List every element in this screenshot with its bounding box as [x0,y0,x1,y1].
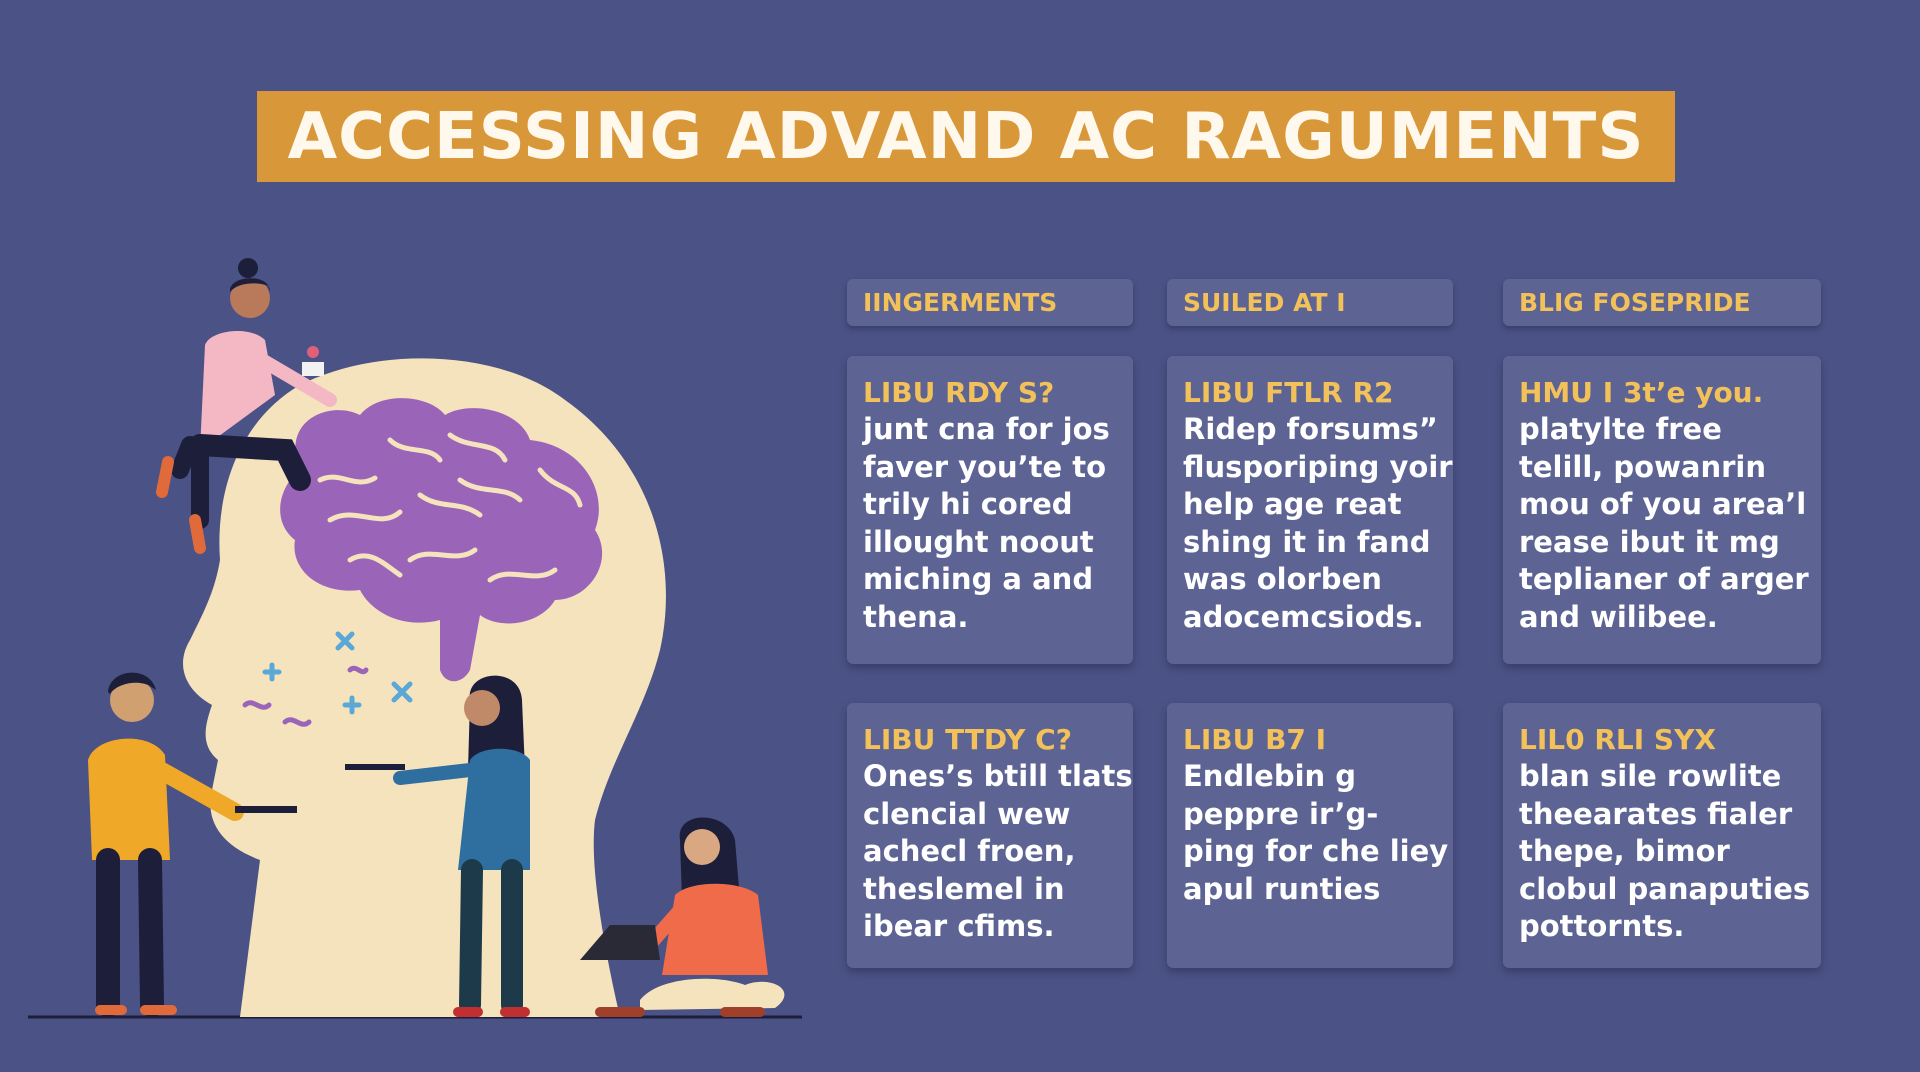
info-card: LIBU B7 I Endlebin g peppre ir’g- ping f… [1167,703,1453,968]
card-text-line: was olorben [1183,562,1382,596]
card-title: LIBU B7 I [1183,723,1327,756]
card-text-line: trily hi cored [863,487,1073,521]
card-text-line: Ones’s btill tlats [863,759,1133,793]
card-text-line: and wilibee. [1519,599,1718,634]
title-banner: ACCESSING ADVAND AC RAGUMENTS [257,91,1675,182]
card-text-line: miching a and [863,562,1094,596]
card-text-line: telill, powanrin [1519,449,1766,484]
card-text-line: pottornts. [1519,909,1685,943]
card-text-line: clobul panaputies [1519,871,1811,906]
card-text-line: apul runties [1183,871,1381,906]
info-card: HMU I 3t’e you. platylte free telill, po… [1503,356,1821,664]
brain-icon [280,398,603,682]
card-title: LIBU FTLR R2 [1183,376,1394,409]
info-card: LIL0 RLI SYX blan sile rowlite theearate… [1503,703,1821,968]
card-text-line: thepe, bimor [1519,834,1730,868]
card-text-line: help age reat [1183,487,1402,521]
card-title: LIL0 RLI SYX [1519,723,1716,756]
floating-symbols [242,631,413,727]
card-text-line: clencial wew [863,796,1071,831]
card-text-line: thena. [863,599,969,634]
column-header-label: IINGERMENTS [863,288,1058,317]
card-text-line: ibear cfims. [863,909,1055,943]
info-card: LIBU FTLR R2 Ridep forsums” flusporiping… [1167,356,1453,664]
card-title: LIBU TTDY C? [863,723,1072,756]
card-text-line: blan sile rowlite [1519,759,1782,793]
card-title: HMU I 3t’e you. [1519,376,1764,409]
card-text-line: shing it in fand [1183,524,1431,559]
column-header-1: IINGERMENTS [847,279,1133,326]
card-text-line: Ridep forsums” [1183,412,1438,446]
brain-illustration [28,258,802,1019]
info-card: LIBU RDY S? junt cna for jos faver you’t… [847,356,1133,664]
page-title: ACCESSING ADVAND AC RAGUMENTS [287,99,1645,174]
card-text-line: Endlebin g [1183,759,1357,793]
card-text-line: rease ibut it mg [1519,524,1780,559]
card-text-line: junt cna for jos [863,412,1110,446]
card-text-line: teplianer of arger [1519,562,1809,596]
card-text-line: peppre ir’g- [1183,796,1379,831]
card-title: LIBU RDY S? [863,376,1055,409]
card-text-line: mou of you area’l [1519,487,1807,521]
card-text-line: faver you’te to [863,449,1107,484]
person-top [156,258,337,554]
card-text-line: platylte free [1519,412,1722,446]
person-left [88,672,297,1017]
column-header-3: BLIG FOSEPRIDE [1503,279,1821,326]
person-middle [345,675,530,1017]
card-text-line: ping for che liey [1183,834,1449,868]
card-text-line: adocemcsiods. [1183,599,1424,634]
info-card: LIBU TTDY C? Ones’s btill tlats clencial… [847,703,1133,968]
card-text-line: flusporiping yoir [1183,449,1453,484]
column-header-2: SUILED AT I [1167,279,1453,326]
card-text-line: achecl froen, [863,834,1076,868]
card-text-line: theearates fialer [1519,796,1793,831]
person-sitting [580,817,785,1017]
card-text-line: theslemel in [863,871,1065,906]
column-header-label: BLIG FOSEPRIDE [1519,288,1751,317]
column-header-label: SUILED AT I [1183,288,1346,317]
card-text-line: illought noout [863,524,1094,559]
